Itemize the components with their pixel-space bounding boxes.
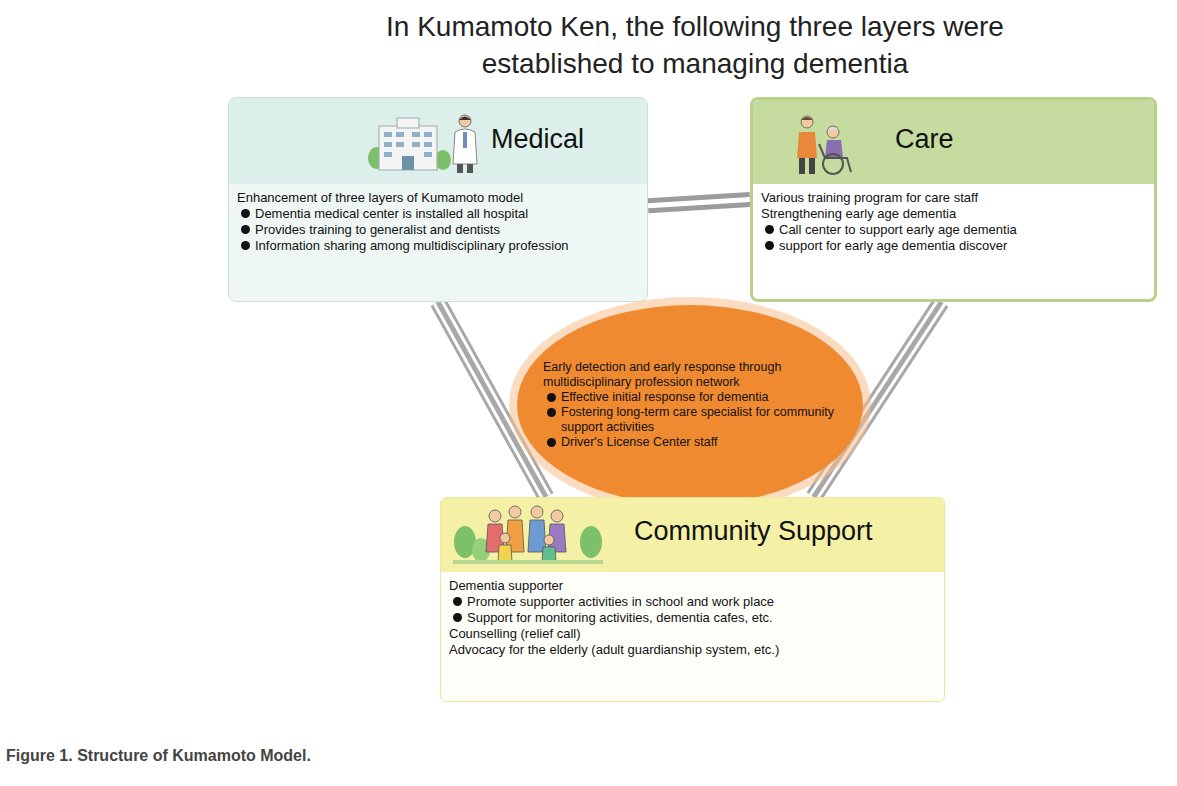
bullet-dot: [547, 393, 556, 402]
body-text: Strengthening early age dementia: [761, 206, 1146, 222]
body-text: Various training program for care staff: [761, 190, 1146, 206]
caregiver-icon: [789, 114, 859, 176]
bullet-dot: [241, 241, 250, 250]
layer-box: CareVarious training program for care st…: [750, 97, 1157, 302]
bullet-dot: [241, 225, 250, 234]
family-icon: [453, 502, 603, 568]
ellipse-text: Early detection and early response throu…: [543, 360, 843, 450]
body-text: Enhancement of three layers of Kumamoto …: [237, 190, 639, 206]
body-text: support for early age dementia discover: [761, 238, 1146, 254]
double-line-connector: [648, 200, 750, 206]
ellipse-node: Early detection and early response throu…: [515, 303, 865, 507]
bullet-dot: [453, 597, 462, 606]
header-band: Medical: [229, 98, 647, 184]
header-band: Care: [753, 100, 1154, 184]
layer-body: Various training program for care staffS…: [753, 184, 1154, 264]
body-text: Advocacy for the elderly (adult guardian…: [449, 642, 936, 658]
body-text: Driver's License Center staff: [543, 435, 843, 450]
ellipse-heading: Early detection and early response throu…: [543, 360, 843, 390]
layer-heading: Medical: [491, 124, 584, 155]
bullet-dot: [765, 225, 774, 234]
body-text: Effective initial response for dementia: [543, 390, 843, 405]
layer-body: Enhancement of three layers of Kumamoto …: [229, 184, 647, 264]
figure-caption: Figure 1. Structure of Kumamoto Model.: [6, 747, 311, 765]
layer-heading: Community Support: [634, 516, 873, 547]
body-text: Information sharing among multidisciplin…: [237, 238, 639, 254]
layer-body: Dementia supporterPromote supporter acti…: [441, 572, 944, 668]
header-band: Community Support: [441, 498, 944, 572]
hospital-doctor-icon: [367, 112, 487, 174]
body-text: Promote supporter activities in school a…: [449, 594, 936, 610]
body-text: Provides training to generalist and dent…: [237, 222, 639, 238]
bullet-dot: [547, 438, 556, 447]
layer-box: MedicalEnhancement of three layers of Ku…: [228, 97, 648, 302]
body-text: Counselling (relief call): [449, 626, 936, 642]
body-text: Dementia medical center is installed all…: [237, 206, 639, 222]
bullet-dot: [453, 613, 462, 622]
layer-box: Community SupportDementia supporterPromo…: [440, 497, 945, 702]
bullet-dot: [765, 241, 774, 250]
body-text: Support for monitoring activities, demen…: [449, 610, 936, 626]
body-text: Call center to support early age dementi…: [761, 222, 1146, 238]
layer-heading: Care: [895, 124, 954, 155]
body-text: Fostering long-term care specialist for …: [543, 405, 843, 435]
bullet-dot: [241, 209, 250, 218]
body-text: Dementia supporter: [449, 578, 936, 594]
bullet-dot: [547, 408, 556, 417]
diagram-title: In Kumamoto Ken, the following three lay…: [370, 8, 1020, 82]
